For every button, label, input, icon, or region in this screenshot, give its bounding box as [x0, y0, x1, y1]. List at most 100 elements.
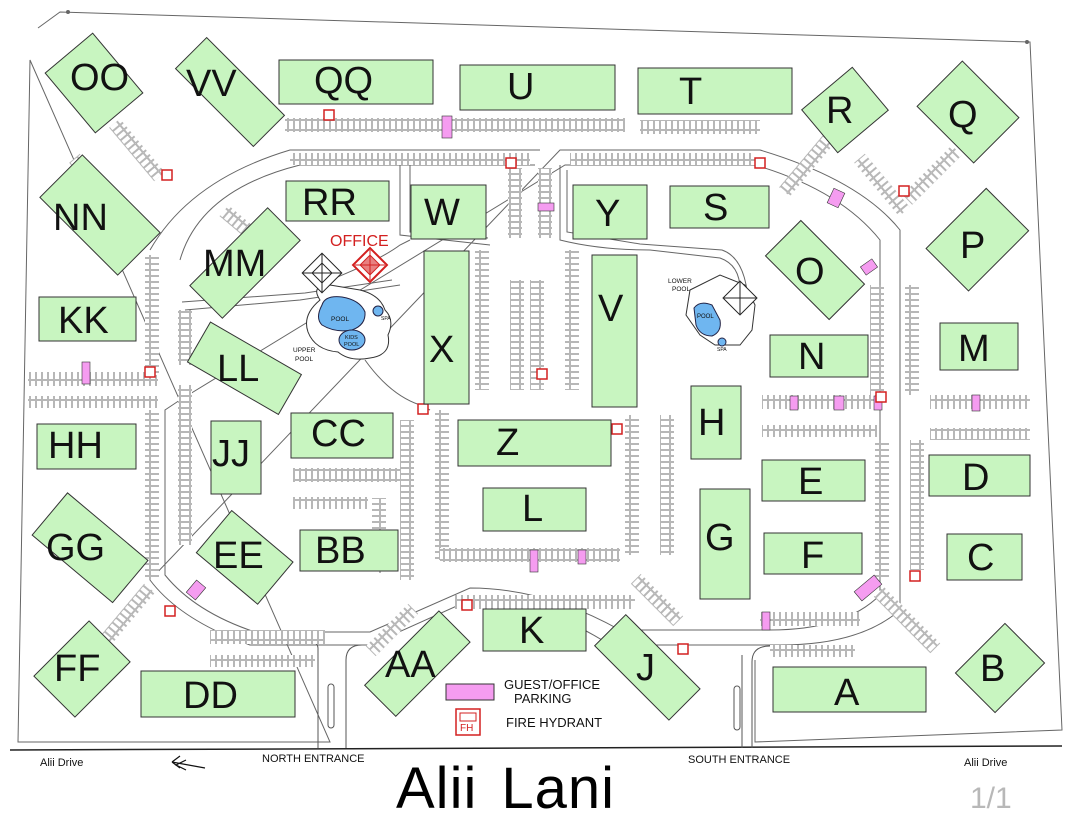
building-K[interactable]: [482, 608, 587, 652]
building-label-JJ: JJ: [212, 433, 250, 475]
building-label-VV: VV: [186, 63, 237, 105]
building-label-A: A: [834, 672, 860, 714]
building-label-KK: KK: [58, 300, 109, 342]
buildings: [31, 32, 1046, 721]
building-E[interactable]: [761, 459, 866, 502]
lower-pool-water-label: POOL: [697, 314, 714, 320]
building-X[interactable]: [423, 250, 470, 405]
page-indicator: 1/1: [970, 782, 1012, 815]
upper-spa: [372, 305, 384, 317]
building-DD[interactable]: [140, 670, 296, 718]
building-P[interactable]: [925, 187, 1030, 292]
fire-hydrant-icon-text: FH: [460, 723, 473, 734]
building-QQ[interactable]: [278, 59, 434, 105]
building-label-OO: OO: [70, 57, 129, 99]
guest-parking-markers: [81, 115, 981, 631]
building-label-MM: MM: [203, 243, 266, 285]
building-label-J: J: [636, 647, 655, 689]
building-M[interactable]: [939, 322, 1019, 371]
street-label-left: Alii Drive: [40, 757, 83, 769]
building-FF[interactable]: [33, 620, 131, 718]
amenity-area: POOL KIDS POOL SPA UPPER POOL OFFICE POO…: [181, 233, 758, 411]
building-N[interactable]: [769, 334, 869, 378]
building-T[interactable]: [637, 67, 793, 115]
building-O[interactable]: [764, 219, 866, 321]
kids-pool-label-2: POOL: [344, 342, 359, 348]
building-label-C: C: [967, 537, 994, 579]
north-entrance-label: NORTH ENTRANCE: [262, 753, 364, 765]
lower-spa: [717, 337, 727, 347]
building-label-W: W: [424, 192, 460, 234]
building-H[interactable]: [690, 385, 742, 460]
building-label-R: R: [826, 90, 853, 132]
legend-fire-hydrant: FIRE HYDRANT: [506, 715, 602, 730]
building-V[interactable]: [591, 254, 638, 408]
building-label-H: H: [698, 402, 725, 444]
building-label-B: B: [980, 648, 1005, 690]
building-L[interactable]: [482, 487, 587, 532]
building-MM[interactable]: [189, 207, 301, 319]
lower-gazebo-icon: [722, 280, 758, 316]
building-label-HH: HH: [48, 425, 103, 467]
building-BB[interactable]: [299, 529, 399, 572]
map-title: Alii Lani: [396, 755, 615, 822]
building-Y[interactable]: [572, 184, 648, 240]
building-label-V: V: [598, 288, 624, 330]
alii-drive-road: [9, 745, 1063, 751]
office-building-icon: [351, 246, 389, 284]
building-R[interactable]: [801, 66, 889, 154]
building-GG[interactable]: [31, 492, 149, 604]
building-B[interactable]: [954, 622, 1046, 714]
building-label-NN: NN: [53, 197, 108, 239]
building-JJ[interactable]: [210, 420, 262, 495]
building-label-L: L: [522, 488, 543, 530]
building-label-N: N: [798, 336, 825, 378]
building-label-LL: LL: [217, 348, 259, 390]
building-RR[interactable]: [285, 180, 390, 222]
building-EE[interactable]: [195, 509, 294, 605]
building-AA[interactable]: [363, 610, 471, 718]
map-title-word-1: Alii: [396, 756, 478, 821]
building-J[interactable]: [593, 613, 701, 721]
lower-pool-water: [693, 302, 721, 337]
building-U[interactable]: [459, 64, 616, 111]
building-VV[interactable]: [174, 36, 286, 148]
legend-guest-parking-swatch: [445, 683, 495, 701]
building-G[interactable]: [699, 488, 751, 600]
building-A[interactable]: [772, 666, 927, 713]
building-W[interactable]: [410, 184, 487, 240]
building-S[interactable]: [669, 185, 770, 229]
building-C[interactable]: [946, 533, 1023, 581]
building-D[interactable]: [928, 454, 1031, 497]
building-labels: OO VV QQ U T R Q NN RR W Y S P MM O KK X…: [46, 57, 1005, 717]
building-Z[interactable]: [457, 419, 612, 467]
building-label-BB: BB: [315, 530, 366, 572]
building-label-T: T: [679, 71, 702, 113]
legend-guest-parking-line2: PARKING: [514, 691, 572, 706]
map-legend: GUEST/OFFICE PARKING FH FIRE HYDRANT: [445, 677, 602, 736]
building-label-O: O: [795, 251, 825, 293]
kids-pool-label-1: KIDS: [345, 335, 358, 341]
building-label-Q: Q: [948, 94, 978, 136]
gazebo-icon: [301, 252, 343, 294]
building-OO[interactable]: [44, 32, 144, 134]
building-label-E: E: [798, 461, 823, 503]
building-label-M: M: [958, 328, 990, 370]
building-NN[interactable]: [39, 154, 161, 276]
building-label-F: F: [801, 535, 824, 577]
building-Q[interactable]: [916, 60, 1020, 164]
fire-hydrant-icon: FH: [455, 708, 481, 736]
building-label-P: P: [960, 225, 985, 267]
upper-pool-label-2: POOL: [295, 356, 313, 363]
building-F[interactable]: [763, 532, 863, 575]
building-LL[interactable]: [186, 321, 303, 416]
street-label-right: Alii Drive: [964, 757, 1007, 769]
office-label: OFFICE: [330, 233, 389, 250]
building-HH[interactable]: [36, 423, 137, 470]
kids-pool-water: [338, 329, 366, 351]
building-CC[interactable]: [290, 412, 394, 459]
building-KK[interactable]: [38, 296, 137, 342]
map-title-word-2: Lani: [501, 756, 615, 821]
building-label-S: S: [703, 187, 728, 229]
